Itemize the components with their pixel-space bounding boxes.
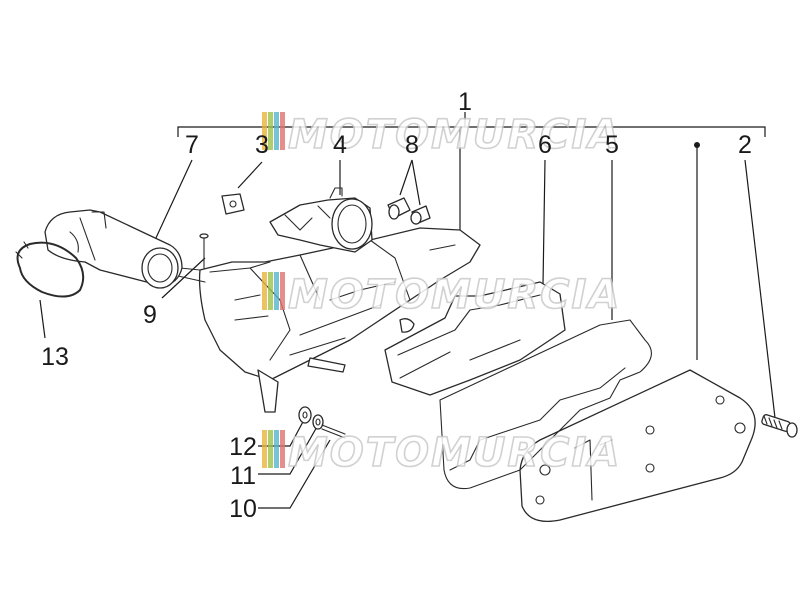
watermark-stripe [280, 272, 285, 310]
grommets-part [387, 197, 431, 225]
callout-1: 1 [458, 88, 472, 116]
inlet-elbow-part [269, 187, 373, 253]
watermark-stripe [268, 272, 273, 310]
gasket-part [439, 319, 652, 490]
callout-6: 6 [538, 131, 552, 159]
watermark-text: MOTOMURCIA [288, 272, 621, 318]
watermark-stripe [274, 272, 279, 310]
callout-4: 4 [333, 131, 347, 159]
screw-part [761, 414, 798, 438]
watermark-stripe [262, 430, 267, 468]
watermark-stripe [274, 430, 279, 468]
hose-clamp-part [15, 241, 85, 298]
cover-plate-part [519, 369, 756, 523]
watermark-text: MOTOMURCIA [288, 430, 621, 476]
callout-10: 10 [229, 495, 257, 523]
watermark-stripe [274, 112, 279, 150]
watermark-stripe [280, 112, 285, 150]
callout-5: 5 [605, 131, 619, 159]
reference-dot [694, 142, 700, 148]
washer-screw-parts [298, 406, 346, 439]
watermark-stripe [262, 272, 267, 310]
clip-part [221, 193, 245, 215]
callout-8: 8 [405, 131, 419, 159]
watermark-bottom: MOTOMURCIA [262, 429, 621, 477]
watermark-top: MOTOMURCIA [262, 111, 621, 159]
callout-9: 9 [143, 301, 157, 329]
callout-labels: 1 2 3 4 5 6 7 8 9 10 11 12 13 [41, 88, 752, 523]
callout-12: 12 [229, 433, 257, 461]
callout-3: 3 [255, 131, 269, 159]
leader-lines [39, 112, 776, 509]
watermark-stripe [268, 112, 273, 150]
watermark-stripe [280, 430, 285, 468]
intake-duct-part [44, 209, 183, 289]
watermark-stripe [268, 430, 273, 468]
callout-2: 2 [738, 131, 752, 159]
watermark-text: MOTOMURCIA [288, 112, 621, 158]
watermark-stripe [262, 112, 267, 150]
filter-element-part [384, 281, 566, 396]
callout-13: 13 [41, 343, 69, 371]
callout-7: 7 [185, 131, 199, 159]
callout-11: 11 [230, 462, 256, 490]
air-box-housing-part [177, 227, 481, 413]
bolt-part [199, 233, 209, 269]
watermark-middle: MOTOMURCIA [262, 271, 621, 319]
